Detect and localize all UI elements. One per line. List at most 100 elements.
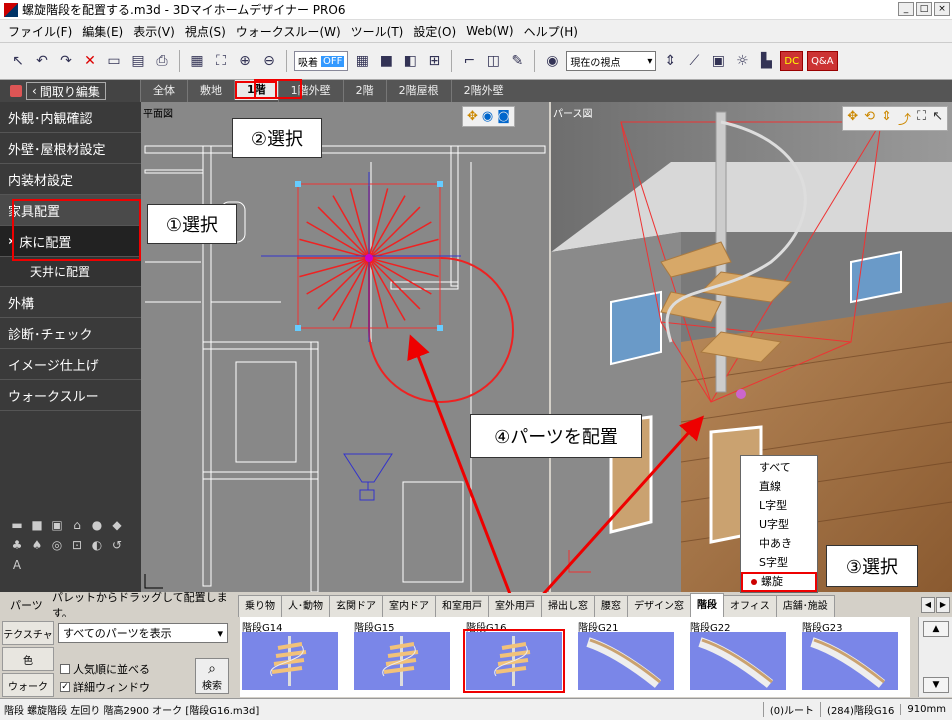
texture-button[interactable]: テクスチャ bbox=[2, 621, 54, 645]
part-thumbnail[interactable] bbox=[690, 632, 786, 690]
category-tab-2[interactable]: 玄関ドア bbox=[329, 595, 383, 617]
floor-tab-0[interactable]: 全体 bbox=[140, 80, 187, 102]
category-tab-11[interactable]: 店舗･施設 bbox=[775, 595, 835, 617]
split-view-icon[interactable]: ◧ bbox=[403, 53, 417, 69]
rotate-view-icon[interactable]: ◉ bbox=[481, 109, 494, 124]
part-card[interactable]: 階段G23 bbox=[802, 619, 906, 695]
menu-help[interactable]: ヘルプ(H) bbox=[523, 24, 578, 39]
move-icon[interactable]: ✥ bbox=[467, 109, 478, 124]
sphere-icon[interactable]: ● bbox=[91, 518, 103, 532]
viewpoint-spinner-icon[interactable]: ⇕ bbox=[664, 53, 677, 69]
menu-view[interactable]: 表示(V) bbox=[133, 24, 175, 39]
sidebar-item-7[interactable]: 診断･チェック bbox=[0, 318, 141, 349]
stair-type-option-0[interactable]: すべて bbox=[741, 458, 817, 477]
parts-scrollbar[interactable]: ▲ ▼ bbox=[918, 617, 952, 697]
roof-icon[interactable]: ⌂ bbox=[73, 518, 81, 532]
undo-icon[interactable]: ↶ bbox=[36, 53, 48, 69]
sidebar-item-5[interactable]: 天井に配置 bbox=[0, 257, 141, 287]
menu-tools[interactable]: ツール(T) bbox=[350, 24, 404, 39]
search-button[interactable]: ⌕ 検索 bbox=[195, 658, 229, 694]
curve-icon[interactable]: ↺ bbox=[111, 538, 123, 552]
menu-web[interactable]: Web(W) bbox=[466, 24, 514, 38]
room-icon[interactable]: ▣ bbox=[51, 518, 63, 532]
single-view-icon[interactable]: ■ bbox=[379, 53, 393, 69]
part-thumbnail[interactable] bbox=[578, 632, 674, 690]
plant-icon[interactable]: ♣ bbox=[11, 538, 23, 552]
qa-button[interactable]: Q&A bbox=[807, 51, 838, 71]
furniture-icon[interactable]: ◆ bbox=[112, 518, 122, 532]
part-thumbnail[interactable] bbox=[354, 632, 450, 690]
scroll-down-icon[interactable]: ▼ bbox=[923, 677, 949, 693]
menu-settings[interactable]: 設定(O) bbox=[413, 24, 457, 39]
target-icon[interactable]: ◎ bbox=[51, 538, 63, 552]
redo-icon[interactable]: ↷ bbox=[60, 53, 72, 69]
sidebar-item-2[interactable]: 内装材設定 bbox=[0, 164, 141, 195]
category-tab-5[interactable]: 室外用戸 bbox=[488, 595, 542, 617]
category-tab-6[interactable]: 掃出し窓 bbox=[541, 595, 595, 617]
tilt-icon[interactable]: ⤴ bbox=[897, 113, 911, 128]
floor-tab-1[interactable]: 敷地 bbox=[187, 80, 234, 102]
camera-icon[interactable]: ◙ bbox=[497, 109, 510, 124]
measure-icon[interactable]: ⟋ bbox=[689, 53, 700, 69]
stair-type-option-2[interactable]: L字型 bbox=[741, 496, 817, 515]
snap-toggle[interactable]: 吸着 OFF bbox=[294, 51, 349, 71]
category-tab-9[interactable]: 階段 bbox=[690, 593, 724, 617]
parts-filter-select[interactable]: すべてのパーツを表示 ▾ bbox=[58, 623, 228, 643]
part-card[interactable]: 階段G16 bbox=[463, 619, 570, 695]
paint-icon[interactable]: ✎ bbox=[511, 53, 524, 69]
plan-view[interactable]: 平面図 bbox=[141, 102, 549, 592]
part-card[interactable]: 階段G15 bbox=[354, 619, 458, 695]
stair-type-option-3[interactable]: U字型 bbox=[741, 515, 817, 534]
resize-handle[interactable] bbox=[437, 181, 443, 187]
category-tab-8[interactable]: デザイン窓 bbox=[627, 595, 691, 617]
floor-tab-3[interactable]: 1階外壁 bbox=[277, 80, 343, 102]
floor-tab-6[interactable]: 2階外壁 bbox=[450, 80, 516, 102]
scroll-up-icon[interactable]: ▲ bbox=[923, 621, 949, 637]
camera-icon[interactable]: ◉ bbox=[546, 53, 559, 69]
floor-tab-5[interactable]: 2階屋根 bbox=[385, 80, 451, 102]
category-tab-7[interactable]: 腰窓 bbox=[594, 595, 628, 617]
category-tab-3[interactable]: 室内ドア bbox=[382, 595, 436, 617]
stair-type-option-6[interactable]: 螺旋 bbox=[741, 572, 817, 592]
maximize-button[interactable]: □ bbox=[916, 2, 932, 16]
stair-center-handle[interactable] bbox=[365, 254, 373, 262]
scroll-right-icon[interactable]: ▶ bbox=[936, 597, 950, 613]
menu-edit[interactable]: 編集(E) bbox=[82, 24, 124, 39]
sidebar-item-8[interactable]: イメージ仕上げ bbox=[0, 349, 141, 380]
part-card[interactable]: 階段G22 bbox=[690, 619, 794, 695]
pointer-icon[interactable]: ↖ bbox=[932, 109, 943, 124]
category-tab-0[interactable]: 乗り物 bbox=[238, 595, 282, 617]
part-card[interactable]: 階段G14 bbox=[242, 619, 346, 695]
floor-tab-2[interactable]: 1階 bbox=[234, 80, 278, 100]
stair-type-option-5[interactable]: S字型 bbox=[741, 553, 817, 572]
walk-button[interactable]: ウォーク bbox=[2, 673, 54, 697]
fit-view-icon[interactable]: ⛶ bbox=[216, 53, 226, 69]
fit-icon[interactable]: ⛶ bbox=[916, 109, 927, 124]
part-thumbnail[interactable] bbox=[802, 632, 898, 690]
category-tab-4[interactable]: 和室用戸 bbox=[435, 595, 489, 617]
tree-icon[interactable]: ♠ bbox=[31, 538, 43, 552]
window-icon[interactable]: ▣ bbox=[711, 53, 725, 69]
parts-tool-icon[interactable]: ◫ bbox=[486, 53, 500, 69]
up-down-icon[interactable]: ⇕ bbox=[881, 109, 892, 124]
paint-bucket-icon[interactable]: ◐ bbox=[91, 538, 103, 552]
sidebar-item-4[interactable]: ›床に配置 bbox=[0, 226, 141, 257]
menu-viewpoint[interactable]: 視点(S) bbox=[184, 24, 226, 39]
dc-button[interactable]: DC bbox=[780, 51, 804, 71]
close-button[interactable]: × bbox=[934, 2, 950, 16]
resize-handle[interactable] bbox=[295, 325, 301, 331]
sidebar-item-1[interactable]: 外壁･屋根材設定 bbox=[0, 133, 141, 164]
text-icon[interactable]: A bbox=[12, 558, 22, 572]
scroll-left-icon[interactable]: ◀ bbox=[921, 597, 935, 613]
delete-icon[interactable]: ✕ bbox=[84, 53, 96, 69]
print-icon[interactable]: ⎙ bbox=[156, 53, 168, 69]
wall-icon[interactable]: ■ bbox=[31, 518, 43, 532]
open-folder-icon[interactable]: ▭ bbox=[107, 53, 121, 69]
floorplan-edit-button[interactable]: ‹ 間取り編集 bbox=[0, 80, 140, 102]
category-tab-1[interactable]: 人･動物 bbox=[281, 595, 330, 617]
sidebar-item-6[interactable]: 外構 bbox=[0, 287, 141, 318]
stairs-tool-icon[interactable]: ⌐ bbox=[463, 53, 476, 69]
viewpoint-select[interactable]: 現在の視点 ▾ bbox=[566, 51, 657, 71]
part-thumbnail[interactable] bbox=[463, 629, 565, 693]
quad-view-icon[interactable]: ⊞ bbox=[428, 53, 441, 69]
